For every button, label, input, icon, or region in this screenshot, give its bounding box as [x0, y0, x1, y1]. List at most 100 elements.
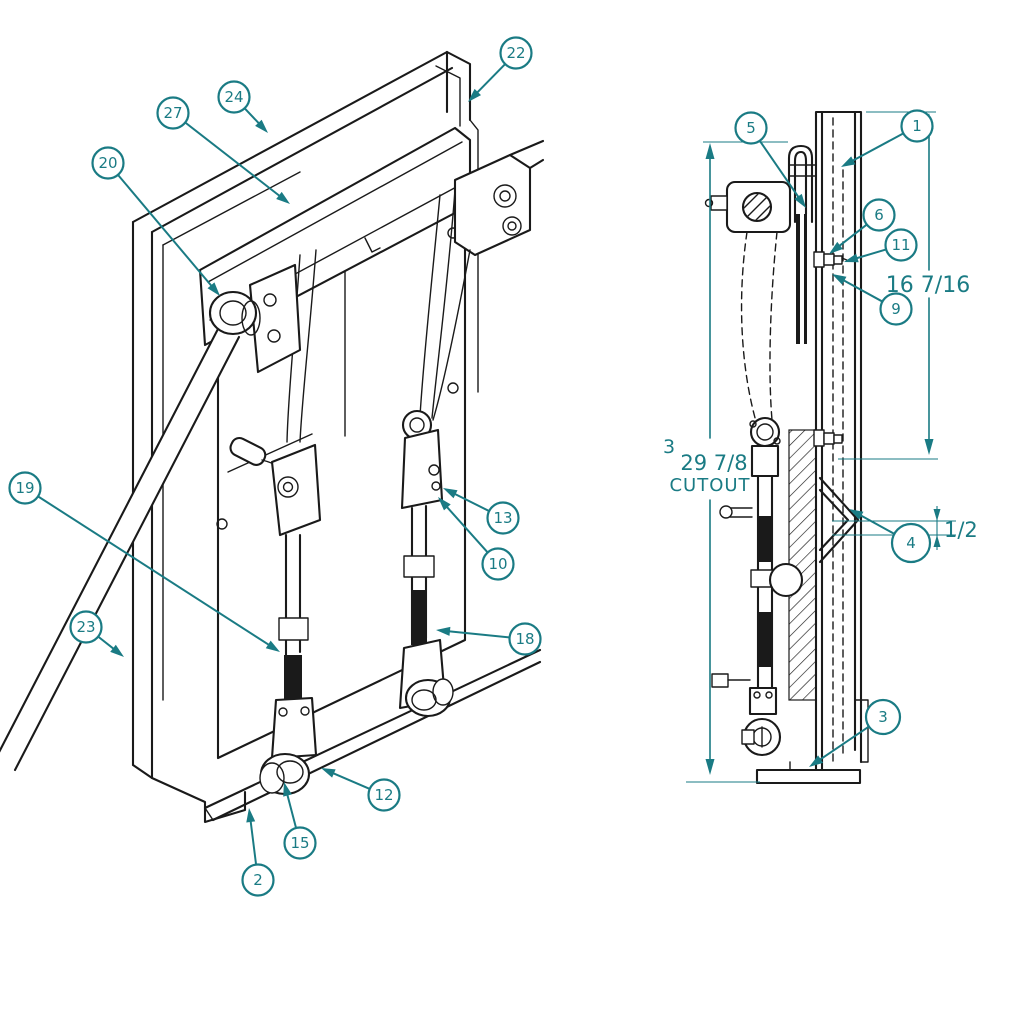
frame-corner-fin: [445, 50, 472, 122]
gap-arrow-bottom: [933, 535, 941, 547]
dim-text-prefix: 3: [663, 436, 675, 458]
bolt-washer: [813, 251, 825, 268]
clevis-bolt: [278, 707, 288, 717]
callout-balloon: [156, 96, 190, 130]
callout-arrowhead: [809, 755, 824, 767]
clamp-pivot-center: [282, 481, 294, 493]
frame-top-detail-edge: [162, 171, 301, 246]
callout-arrowhead: [265, 640, 280, 652]
callout-balloon: [734, 111, 768, 145]
callout-arrowhead: [849, 509, 864, 520]
callout-balloon: [879, 292, 913, 326]
callout-24: 24: [217, 80, 268, 133]
callout-27: 27: [156, 96, 290, 204]
callout-arrowhead: [841, 156, 856, 167]
side-top-clevis: [750, 444, 780, 478]
panel-bolt: [447, 382, 459, 394]
callout-leader: [758, 140, 802, 201]
callout-number: 23: [76, 618, 95, 636]
right-arm-outer: [419, 194, 441, 417]
wall-step: [854, 699, 869, 763]
header-bar-notch: [364, 237, 381, 253]
left-bracket-and-rod: [0, 263, 302, 772]
dim-arrow-down: [924, 439, 934, 455]
callout-balloon: [862, 198, 896, 232]
callout-leader: [184, 121, 283, 199]
callout-leader: [285, 791, 298, 829]
right-roller-side: [432, 678, 454, 706]
callout-leader: [249, 817, 258, 865]
callout-23: 23: [69, 610, 124, 657]
callout-balloon: [884, 228, 918, 262]
bolt-head: [823, 253, 835, 266]
frame-corner-fin-inner: [435, 65, 461, 127]
callout-leader: [37, 495, 273, 648]
callout-6: 6: [829, 198, 896, 254]
foot-plate: [755, 768, 862, 785]
callout-number: 9: [891, 300, 901, 318]
latch-rod-bar: [804, 214, 807, 344]
callout-9: 9: [832, 274, 913, 326]
callout-leader: [857, 512, 895, 535]
bracket-bolt: [493, 184, 517, 208]
callout-number: 27: [163, 104, 182, 122]
callout-leader: [836, 223, 868, 249]
dimensions: 3 29 7/8 CUTOUT 16 7/16 1/2: [663, 111, 978, 783]
callout-arrowhead: [844, 253, 859, 263]
dim-text-edge-gap: 1/2: [944, 518, 978, 542]
callout-1: 1: [841, 109, 934, 167]
callout-leader: [117, 174, 215, 289]
rollers: [259, 678, 454, 796]
chevron-keeper: [818, 476, 860, 564]
callout-18: 18: [436, 622, 542, 656]
callout-22: 22: [468, 36, 533, 102]
callout-leader: [445, 630, 510, 639]
left-rod-thread: [284, 655, 302, 700]
side-rod-assembly: [711, 444, 804, 757]
callout-leader: [443, 503, 489, 554]
callout-3: 3: [809, 698, 902, 767]
callout-balloon: [890, 522, 932, 564]
callout-number: 5: [746, 119, 756, 137]
handle-axle-hatch: [744, 194, 770, 220]
callout-arrowhead: [321, 768, 336, 778]
isometric-view: [0, 50, 545, 824]
actuator-arms: [286, 189, 471, 443]
callout-5: 5: [734, 111, 806, 208]
bottom-rail-end: [204, 807, 214, 821]
callout-leader: [840, 277, 883, 303]
callout-balloon: [864, 698, 902, 736]
hub-collar: [241, 300, 261, 336]
housing-clip: [710, 195, 728, 211]
callout-19: 19: [8, 471, 280, 652]
handle-housing: [704, 180, 792, 234]
callout-arrowhead: [246, 808, 256, 823]
frame-top-inner-edge: [150, 66, 454, 234]
callout-balloon: [217, 80, 251, 114]
left-bottom-clevis: [270, 696, 318, 760]
housing-pin: [704, 198, 714, 208]
callout-arrowhead: [829, 241, 843, 254]
handle-arm-dashed: [740, 231, 778, 426]
panel-bolt: [216, 518, 228, 530]
callout-13: 13: [443, 488, 520, 535]
callout-number: 22: [506, 44, 525, 62]
clevis-bolt: [431, 481, 441, 491]
callout-12: 12: [321, 768, 401, 812]
left-arm-inner: [299, 249, 317, 443]
callout-arrowhead: [207, 282, 220, 296]
rod-end-eye-bore: [409, 417, 425, 433]
callout-number: 4: [906, 534, 916, 552]
clevis-bolt: [428, 464, 440, 476]
callout-number: 2: [253, 871, 263, 889]
callout-number: 6: [874, 206, 884, 224]
callout-arrowhead: [443, 488, 458, 499]
callout-10: 10: [438, 497, 515, 581]
callout-balloon: [8, 471, 42, 505]
callout-leader: [451, 491, 490, 512]
toggle-handle-grip: [229, 436, 267, 466]
callout-number: 11: [891, 236, 910, 254]
